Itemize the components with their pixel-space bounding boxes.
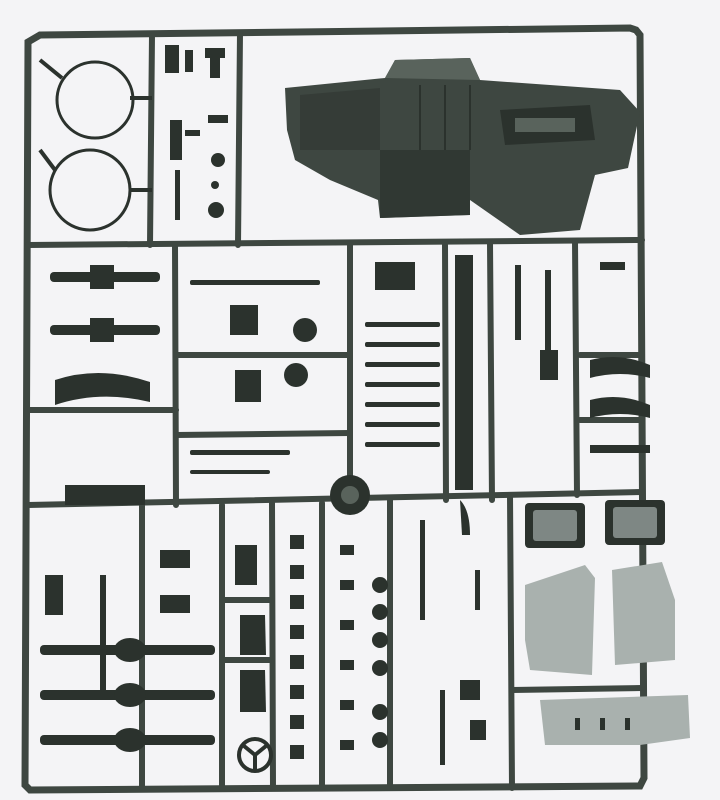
small-parts-top [165, 45, 228, 220]
rod-parts [365, 255, 473, 490]
sprue-central-hub [330, 475, 370, 515]
small-fittings [290, 535, 388, 759]
vehicle-hull-part [285, 58, 640, 235]
steering-wheel [237, 737, 273, 773]
suspension-springs [50, 265, 160, 505]
clear-window-parts [525, 500, 690, 745]
axle-parts [40, 550, 215, 752]
lower-levers [420, 500, 486, 765]
headlight-rings [38, 58, 152, 232]
seat-parts [235, 545, 266, 712]
bracket-parts [515, 262, 650, 453]
sprue-outer-frame [21, 24, 648, 794]
lever-parts [190, 280, 320, 474]
